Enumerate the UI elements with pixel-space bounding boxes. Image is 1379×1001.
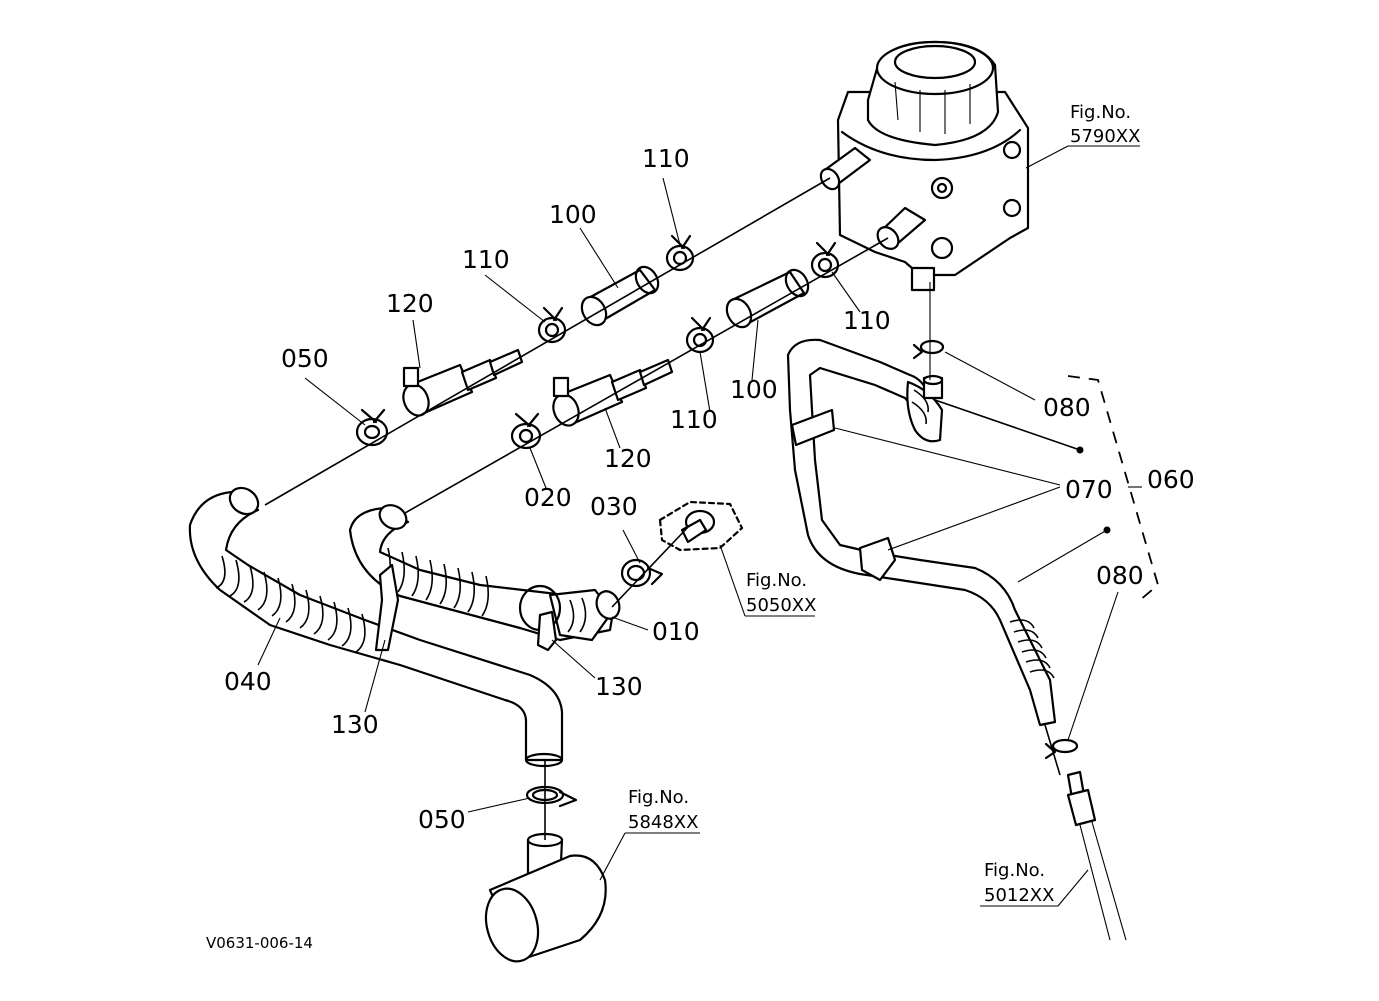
leader-lines xyxy=(257,145,1142,907)
hose-070 xyxy=(786,338,1057,727)
fig-ref-5050-prefix: Fig.No. xyxy=(746,570,807,591)
hose-070-corrugation xyxy=(911,389,1055,679)
callout-040: 040 xyxy=(224,667,272,696)
clamp-110-d xyxy=(810,241,840,279)
sensor-120-upper xyxy=(402,348,524,417)
fig-ref-5790-number: 5790XX xyxy=(1070,126,1140,147)
clamp-050-bottom xyxy=(525,785,578,808)
callout-130-left: 130 xyxy=(331,710,379,739)
hose-100-lower xyxy=(725,268,810,329)
fig-ref-5012-prefix: Fig.No. xyxy=(984,860,1045,881)
figure-references: Fig.No. 5790XX Fig.No. 5050XX Fig.No. 58… xyxy=(628,102,1140,906)
callout-110-d: 110 xyxy=(843,306,891,335)
fig-ref-5848-prefix: Fig.No. xyxy=(628,787,689,808)
callout-110-c: 110 xyxy=(670,405,718,434)
hose-100-upper xyxy=(580,265,660,327)
hose-040-corrugation xyxy=(215,555,366,653)
callout-020: 020 xyxy=(524,483,572,512)
diagram-code: V0631-006-14 xyxy=(206,934,313,952)
sensor-120-lower xyxy=(552,358,674,427)
outlet-cover-5050 xyxy=(658,500,744,552)
callout-050-bottom: 050 xyxy=(418,805,466,834)
fig-ref-5790-prefix: Fig.No. xyxy=(1070,102,1131,123)
callout-080-top: 080 xyxy=(1043,393,1091,422)
callout-120-upper: 120 xyxy=(386,289,434,318)
clip-130-right xyxy=(536,610,558,652)
callout-050-top: 050 xyxy=(281,344,329,373)
fitting-5012 xyxy=(1066,770,1127,941)
callout-110-a: 110 xyxy=(642,144,690,173)
clamp-110-b xyxy=(537,306,567,344)
callout-080-bottom: 080 xyxy=(1096,561,1144,590)
callout-030: 030 xyxy=(590,492,638,521)
callout-070: 070 xyxy=(1065,475,1113,504)
hose-040 xyxy=(188,486,564,768)
clamp-080-bottom xyxy=(1044,738,1079,760)
tee-pipe-5848 xyxy=(484,832,607,963)
clamp-080-top xyxy=(912,339,945,360)
callout-010: 010 xyxy=(652,617,700,646)
fig-ref-5050-number: 5050XX xyxy=(746,595,816,616)
clamp-020 xyxy=(510,412,542,450)
callout-110-b: 110 xyxy=(462,245,510,274)
hose-010 xyxy=(348,504,621,642)
bracket-060 xyxy=(1067,375,1160,601)
clamp-050-top xyxy=(355,408,389,447)
callout-060: 060 xyxy=(1147,465,1195,494)
callout-120-lower: 120 xyxy=(604,444,652,473)
clip-130-left xyxy=(374,563,400,652)
clamp-110-a xyxy=(665,234,695,272)
reservoir-tank xyxy=(819,40,1030,340)
callout-100-lower: 100 xyxy=(730,375,778,404)
clamp-030 xyxy=(620,558,664,588)
clamp-110-c xyxy=(685,316,715,354)
callout-100-upper: 100 xyxy=(549,200,597,229)
callout-labels: 110 100 110 120 050 110 100 110 120 020 … xyxy=(224,144,1195,834)
callout-130-right: 130 xyxy=(595,672,643,701)
fig-ref-5012-number: 5012XX xyxy=(984,885,1054,906)
fig-ref-5848-number: 5848XX xyxy=(628,812,698,833)
